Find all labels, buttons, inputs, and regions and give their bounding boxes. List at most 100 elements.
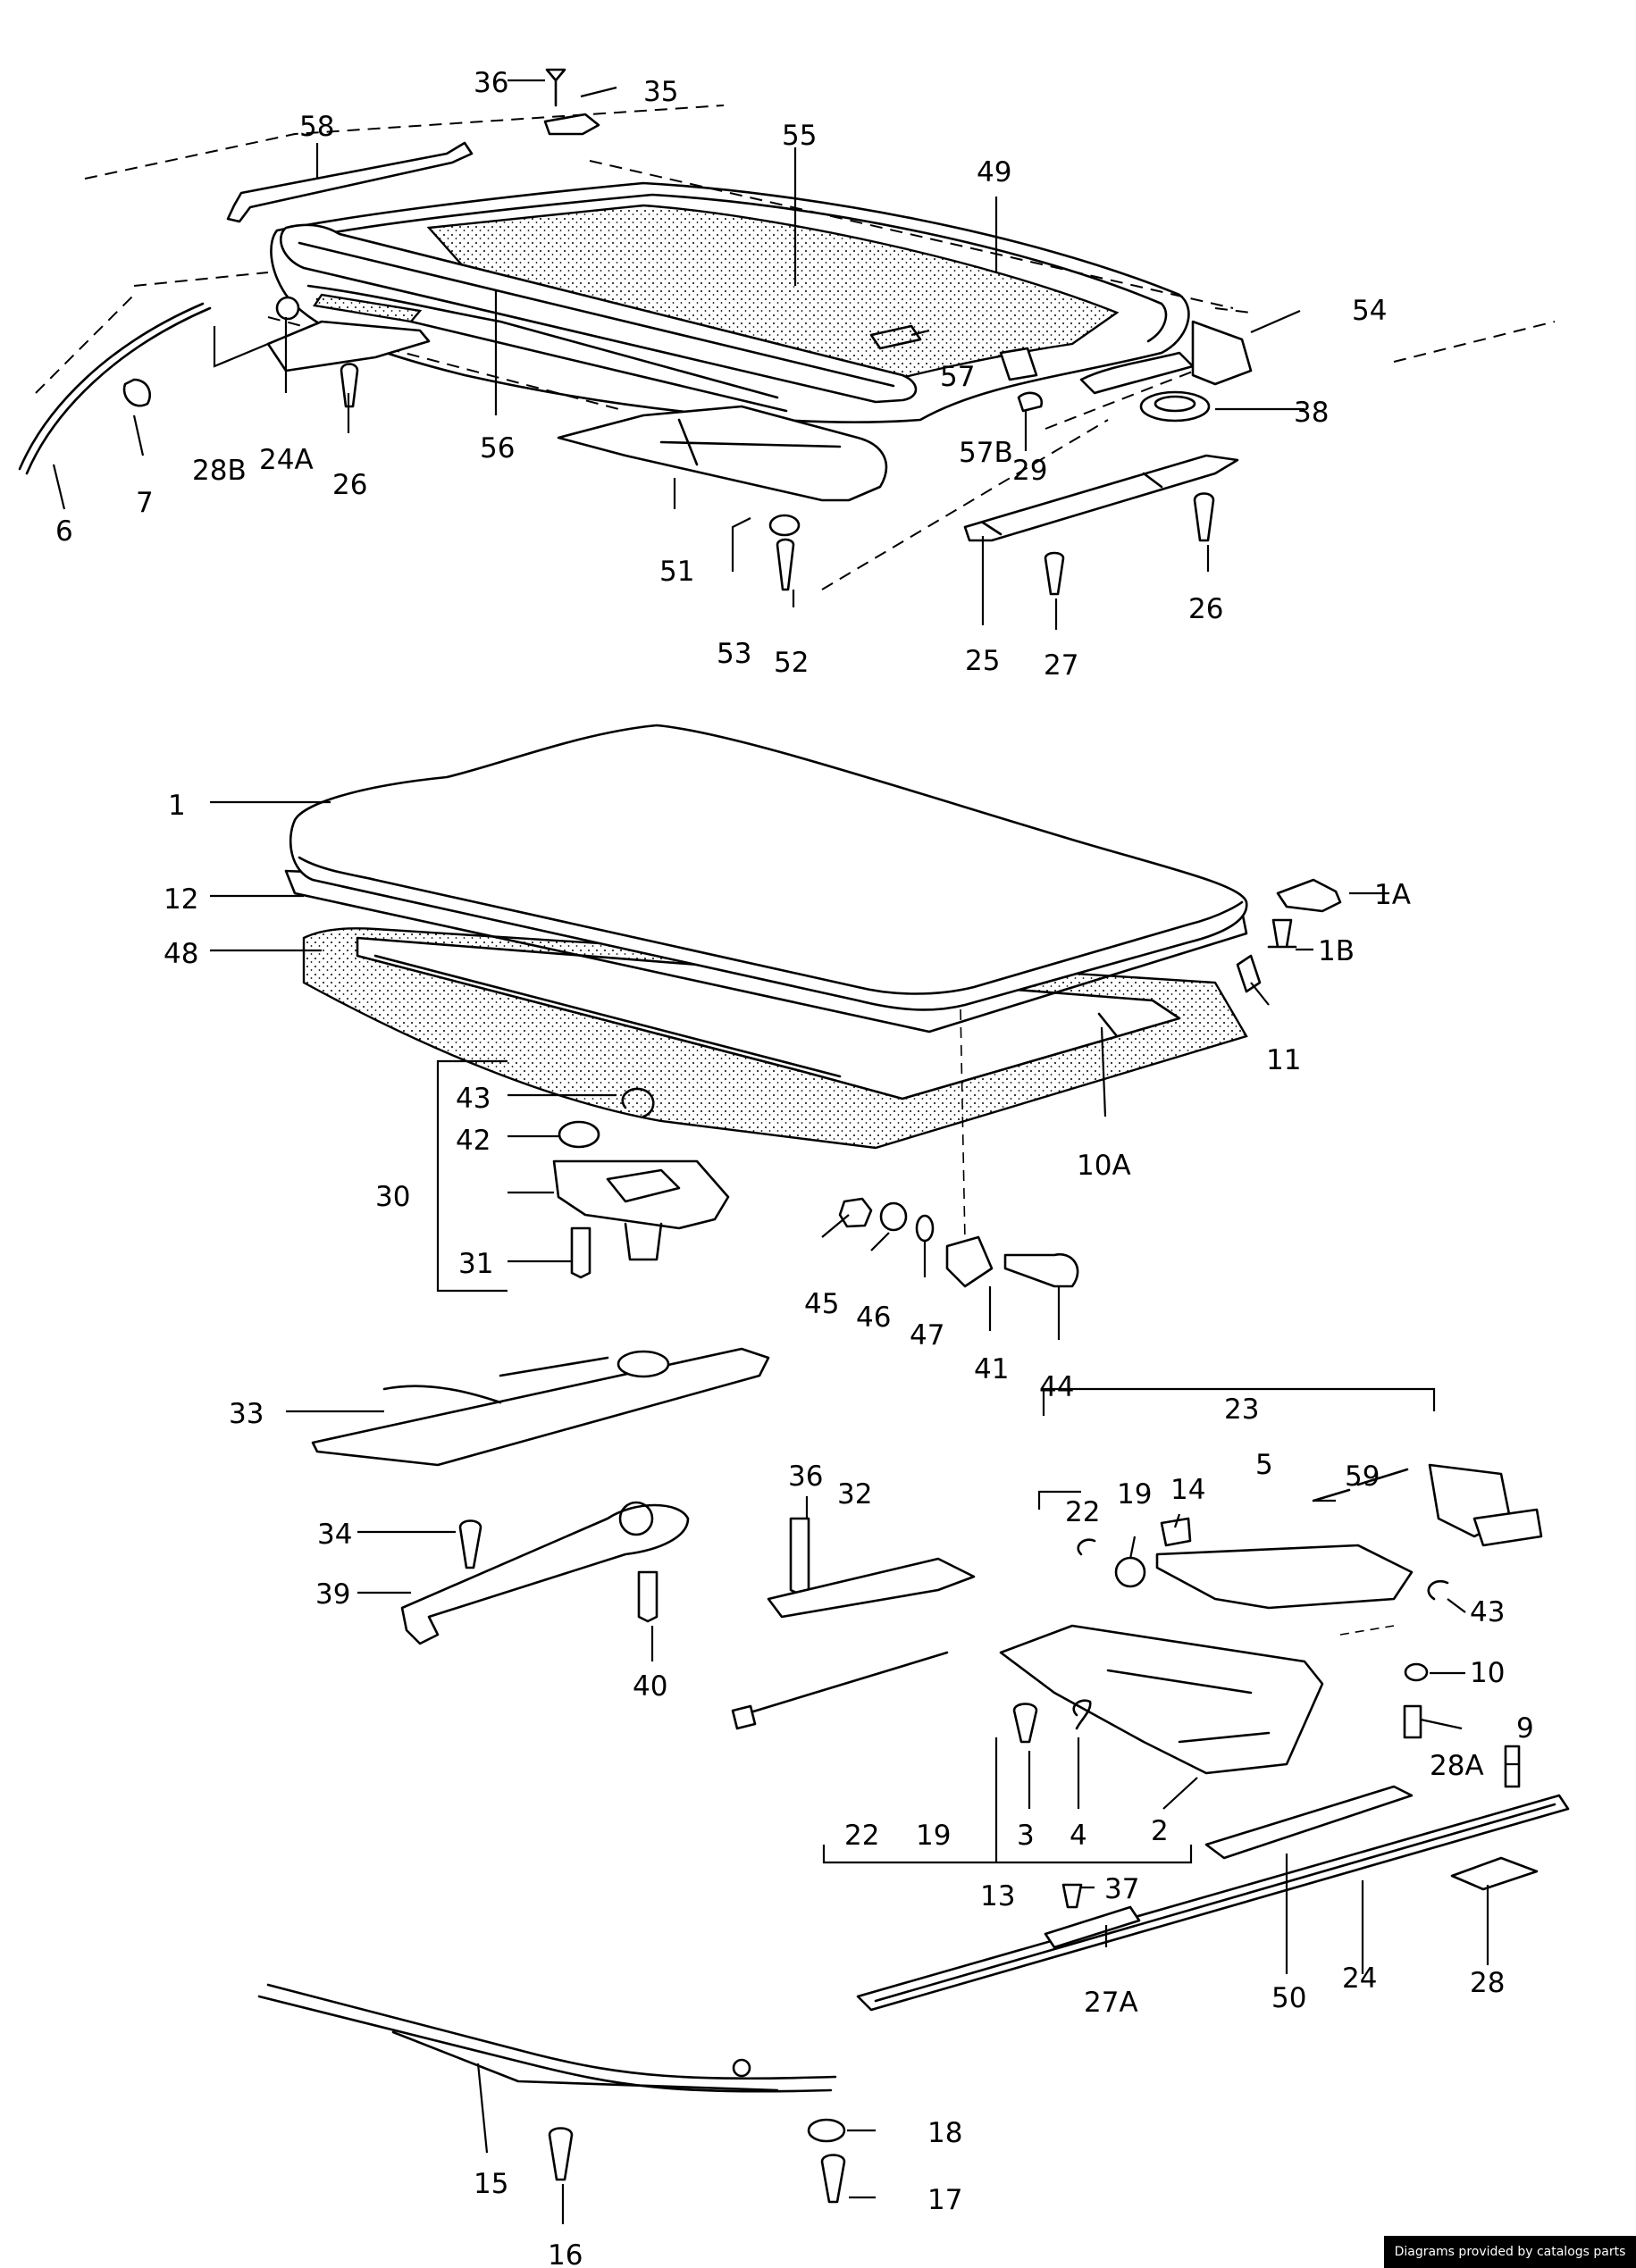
callout-25: 25 (965, 645, 1000, 677)
washer-42 (558, 1120, 600, 1149)
callout-17: 17 (927, 2184, 962, 2216)
cable-13 (740, 1651, 949, 1717)
bracket-27a (1044, 1905, 1141, 1949)
screw-40 (637, 1570, 659, 1623)
rivet-37 (1061, 1883, 1083, 1909)
pin-1b (1267, 918, 1297, 949)
callout-14: 14 (1170, 1474, 1205, 1506)
screw-36-top (545, 68, 566, 107)
clip-57b (999, 347, 1038, 381)
callout-16: 16 (548, 2239, 583, 2268)
callout-49: 49 (977, 156, 1011, 188)
part-58 (226, 141, 474, 223)
callout-23: 23 (1224, 1393, 1259, 1426)
callout-53: 53 (717, 638, 751, 670)
callout-52: 52 (774, 647, 809, 679)
callout-24: 24 (1342, 1963, 1377, 1995)
strip-50 (1204, 1785, 1414, 1860)
screw-26-left (340, 363, 359, 408)
callout-29: 29 (1012, 455, 1047, 487)
callout-30: 30 (375, 1181, 410, 1213)
callout-11: 11 (1266, 1044, 1301, 1076)
glass-panel-section (284, 724, 1342, 1243)
callout-58: 58 (299, 111, 334, 143)
callout-1: 1 (168, 790, 186, 822)
bushing-19 (1114, 1556, 1146, 1588)
callout-44: 44 (1039, 1371, 1074, 1403)
callout-51: 51 (659, 556, 694, 588)
callout-5: 5 (1255, 1449, 1273, 1481)
hose-15 (257, 1983, 837, 2093)
front-rail-56 (280, 223, 918, 404)
link-5 (1155, 1544, 1414, 1610)
clip-22 (1077, 1538, 1096, 1556)
bracket-41 (945, 1235, 994, 1288)
clip-7 (122, 378, 152, 407)
clip-4 (1072, 1699, 1092, 1730)
callout-19-bottom: 19 (916, 1820, 951, 1852)
callout-47: 47 (910, 1319, 944, 1352)
callout-18: 18 (927, 2117, 962, 2149)
screw-26-right (1193, 492, 1215, 542)
callout-12: 12 (164, 883, 198, 916)
callout-35: 35 (643, 76, 678, 108)
callout-7: 7 (136, 487, 154, 519)
callout-54: 54 (1352, 295, 1387, 327)
callout-50: 50 (1271, 1982, 1306, 2014)
callout-10a: 10A (1077, 1150, 1131, 1182)
callout-37: 37 (1104, 1873, 1139, 1905)
washer-47 (915, 1214, 935, 1243)
screw-16 (548, 2127, 574, 2181)
leader-lines (52, 79, 1519, 2224)
snap-ring-43 (621, 1087, 655, 1118)
callout-32: 32 (837, 1478, 872, 1511)
screw-3 (1012, 1703, 1038, 1744)
callout-28a: 28A (1430, 1750, 1484, 1782)
callout-42: 42 (456, 1125, 491, 1157)
callout-26-left: 26 (332, 469, 367, 501)
crank-handle-39 (400, 1503, 690, 1645)
clip-57 (869, 324, 922, 350)
callout-13: 13 (980, 1880, 1015, 1912)
crank-section (311, 1059, 1079, 1645)
callout-57: 57 (940, 361, 975, 393)
callout-39: 39 (315, 1578, 350, 1611)
nut-10 (1404, 1662, 1429, 1682)
rail-25 (963, 454, 1239, 542)
callout-22-top: 22 (1065, 1496, 1100, 1528)
callout-33: 33 (229, 1398, 264, 1430)
callout-labels: 36 35 58 55 49 54 57 38 57B 29 28B 24A 2… (55, 67, 1534, 2268)
screw-52 (776, 538, 795, 591)
callout-56: 56 (480, 432, 515, 464)
callout-28b: 28B (192, 455, 247, 487)
callout-41: 41 (974, 1353, 1009, 1385)
callout-19-top: 19 (1117, 1478, 1152, 1511)
credit-text: Diagrams provided by catalogs parts (1394, 2245, 1626, 2259)
callout-55: 55 (782, 120, 817, 152)
bracket-54 (1191, 320, 1253, 386)
washer-18 (807, 2118, 846, 2143)
rivet-28a (1504, 1745, 1521, 1788)
callout-59: 59 (1345, 1460, 1380, 1493)
screw-31 (570, 1226, 591, 1279)
screw-27 (1044, 551, 1065, 596)
callout-36-mid: 36 (788, 1460, 823, 1493)
callout-46: 46 (856, 1301, 891, 1334)
callout-1a: 1A (1374, 879, 1411, 911)
rivet-9 (1403, 1704, 1422, 1739)
callout-28: 28 (1470, 1967, 1505, 1999)
drive-mechanism-section (731, 1387, 1570, 2012)
tab-1a (1276, 878, 1342, 913)
part-35 (543, 113, 600, 136)
callout-9: 9 (1516, 1712, 1534, 1745)
frame-10a (356, 936, 1181, 1101)
callout-34: 34 (317, 1519, 352, 1551)
callout-4: 4 (1070, 1820, 1087, 1852)
roof-frame-section (18, 68, 1556, 596)
plate-32 (767, 1557, 976, 1619)
trim-plate-33 (311, 1347, 770, 1467)
callout-10: 10 (1470, 1657, 1505, 1689)
callout-6: 6 (55, 515, 73, 548)
guide-2 (999, 1624, 1324, 1775)
